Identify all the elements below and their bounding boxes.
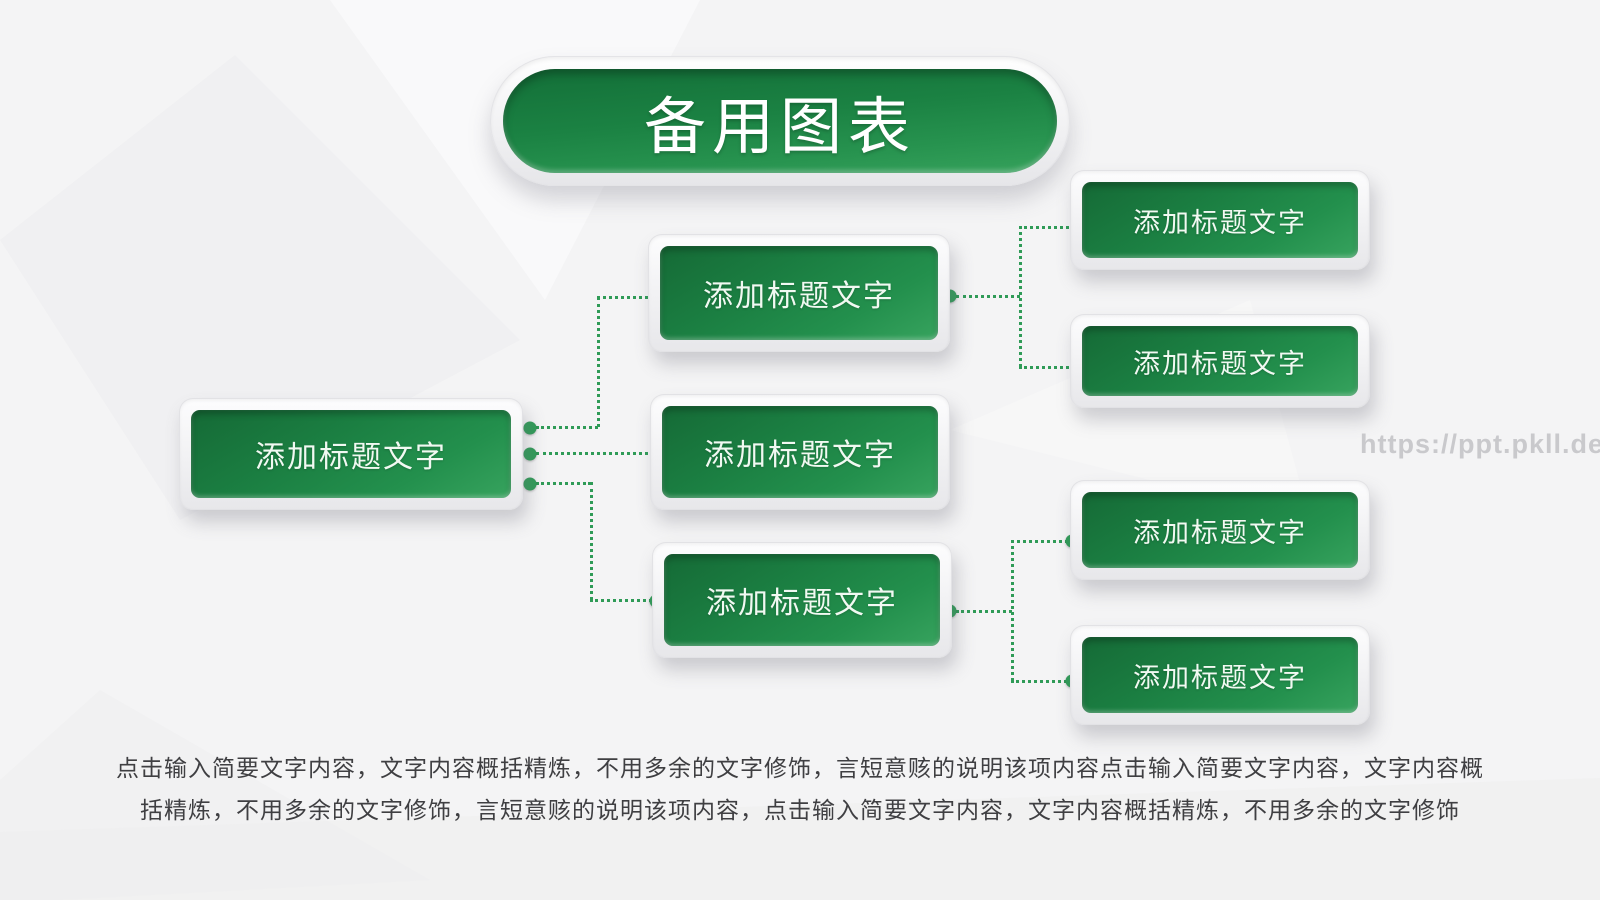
description-text: 点击输入简要文字内容，文字内容概括精炼，不用多余的文字修饰，言短意赅的说明该项内… <box>0 747 1600 831</box>
node-leaf-4-face: 添加标题文字 <box>1082 637 1358 713</box>
node-branch-1: 添加标题文字 <box>648 234 950 352</box>
description-line-1: 点击输入简要文字内容，文字内容概括精炼，不用多余的文字修饰，言短意赅的说明该项内… <box>116 755 1484 781</box>
title-pill: 备用图表 <box>490 56 1070 186</box>
node-label: 添加标题文字 <box>1133 662 1307 693</box>
connector-dot <box>523 421 537 435</box>
watermark: https://ppt.pkll.de <box>1360 429 1600 459</box>
connector-dot <box>523 447 537 461</box>
node-leaf-1: 添加标题文字 <box>1070 170 1370 270</box>
connector-line <box>536 426 598 429</box>
connector-line <box>590 599 652 602</box>
title-pill-inner: 备用图表 <box>503 69 1057 173</box>
node-leaf-3-face: 添加标题文字 <box>1082 492 1358 568</box>
connector-line <box>1011 540 1014 681</box>
node-leaf-1-face: 添加标题文字 <box>1082 182 1358 258</box>
connector-line <box>597 297 600 427</box>
node-branch-2: 添加标题文字 <box>650 394 950 510</box>
node-root-face: 添加标题文字 <box>191 410 511 498</box>
node-label: 添加标题文字 <box>1133 207 1307 238</box>
connector-line <box>1019 226 1022 367</box>
connector-line <box>1011 680 1067 683</box>
connector-line <box>956 610 1012 613</box>
connector-line <box>590 482 593 600</box>
node-label: 添加标题文字 <box>703 280 895 313</box>
connector-line <box>1011 540 1068 543</box>
node-branch-3-face: 添加标题文字 <box>664 554 940 646</box>
node-label: 添加标题文字 <box>255 441 447 474</box>
node-leaf-2: 添加标题文字 <box>1070 314 1370 408</box>
node-label: 添加标题文字 <box>1133 348 1307 379</box>
connector-line <box>956 295 1020 298</box>
node-branch-3: 添加标题文字 <box>652 542 952 658</box>
node-label: 添加标题文字 <box>1133 517 1307 548</box>
connector-dot <box>523 477 537 491</box>
node-leaf-3: 添加标题文字 <box>1070 480 1370 580</box>
node-branch-1-face: 添加标题文字 <box>660 246 938 340</box>
node-root: 添加标题文字 <box>179 398 523 510</box>
node-label: 添加标题文字 <box>704 439 896 472</box>
connector-line <box>1019 226 1075 229</box>
connector-line <box>597 296 654 299</box>
node-leaf-4: 添加标题文字 <box>1070 625 1370 725</box>
node-label: 添加标题文字 <box>706 587 898 620</box>
connector-line <box>536 482 591 485</box>
connector-line <box>1019 366 1075 369</box>
connector-line <box>536 452 654 455</box>
description-line-2: 括精炼，不用多余的文字修饰，言短意赅的说明该项内容，点击输入简要文字内容，文字内… <box>140 797 1460 823</box>
node-branch-2-face: 添加标题文字 <box>662 406 938 498</box>
node-leaf-2-face: 添加标题文字 <box>1082 326 1358 396</box>
page-title: 备用图表 <box>643 93 916 162</box>
